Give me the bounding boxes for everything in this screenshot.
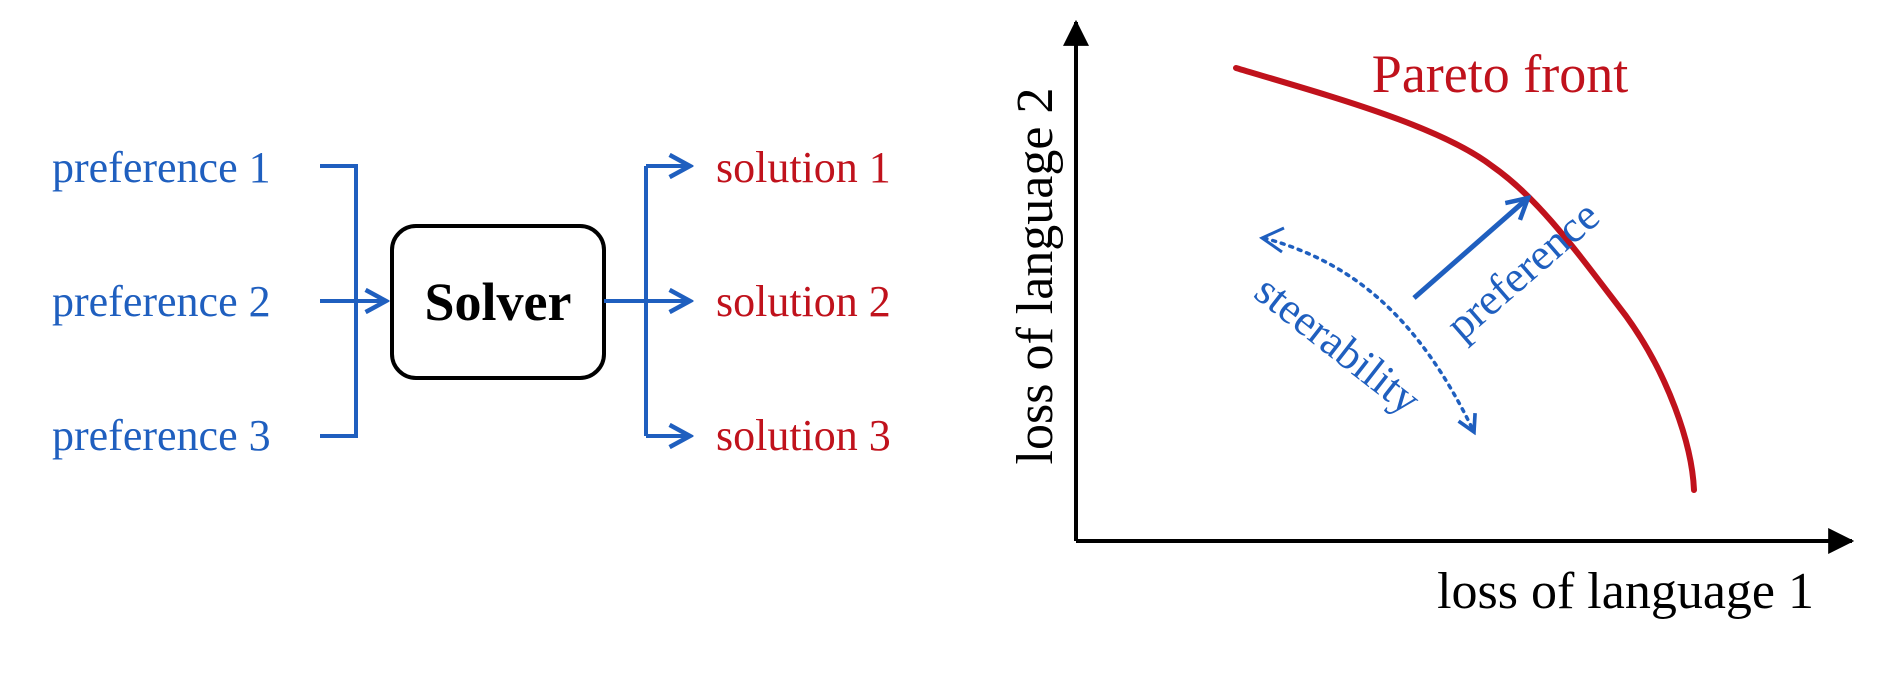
pareto-front-label: Pareto front: [1372, 44, 1628, 104]
steerability-label: steerability: [1246, 265, 1430, 424]
solution-1-label: solution 1: [716, 143, 891, 192]
solution-2-label: solution 2: [716, 277, 891, 326]
preference-1-label: preference 1: [52, 143, 271, 192]
pareto-front-curve: [1233, 65, 1697, 493]
left-diagram: preference 1 preference 2 preference 3 S…: [52, 143, 891, 460]
right-diagram: loss of language 1 loss of language 2 Pa…: [1007, 19, 1855, 620]
solution-3-label: solution 3: [716, 411, 891, 460]
steerability-arrowhead-start: [1258, 226, 1285, 254]
preference-2-label: preference 2: [52, 277, 271, 326]
solver-label: Solver: [425, 272, 572, 332]
y-axis-label: loss of language 2: [1007, 88, 1064, 465]
preference-3-label: preference 3: [52, 411, 271, 460]
x-axis-label: loss of language 1: [1437, 563, 1814, 620]
preference-arrow-label: preference: [1436, 191, 1608, 350]
preference-arrow: [1412, 198, 1528, 300]
steerability-arc: [1262, 236, 1474, 432]
